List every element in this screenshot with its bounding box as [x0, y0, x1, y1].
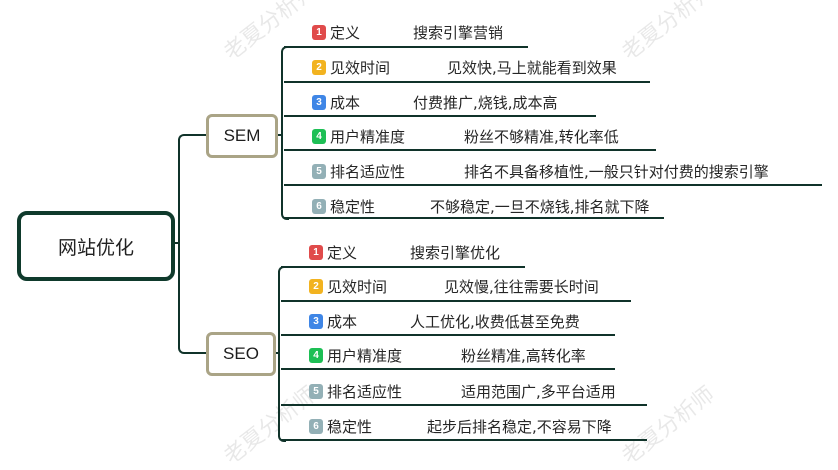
sem-underline-3: [284, 115, 596, 117]
item-label: 排名适应性: [330, 162, 406, 181]
root-node[interactable]: 网站优化: [17, 211, 175, 281]
root-connector: [175, 242, 180, 244]
trunk-top-connector: [178, 134, 208, 244]
branch-sem-label: SEM: [223, 126, 261, 145]
sem-underline-6: [284, 217, 664, 219]
branch-seo[interactable]: SEO: [206, 332, 276, 376]
item-label: 见效时间: [330, 58, 391, 77]
watermark: 老夏分析师: [219, 0, 322, 66]
priority-2-badge: 2: [312, 59, 326, 75]
item-label: 排名适应性: [327, 382, 403, 401]
item-value: 起步后排名稳定,不容易下降: [427, 417, 612, 436]
priority-4-badge: 4: [309, 347, 323, 363]
seo-underline-2: [281, 300, 631, 302]
priority-5-badge: 5: [309, 383, 323, 399]
item-value: 付费推广,烧钱,成本高: [413, 93, 558, 112]
seo-underline-5: [281, 404, 647, 406]
priority-6-badge: 6: [309, 418, 323, 434]
seo-item-cost[interactable]: 3 成本 人工优化,收费低甚至免费: [309, 311, 580, 331]
item-label: 稳定性: [327, 417, 373, 436]
branch-seo-label: SEO: [223, 344, 259, 363]
root-label: 网站优化: [57, 236, 134, 259]
item-value: 不够稳定,一旦不烧钱,排名就下降: [430, 197, 650, 216]
sem-underline-2: [284, 81, 650, 83]
item-value: 见效快,马上就能看到效果: [447, 58, 617, 77]
seo-stub: [276, 352, 279, 354]
priority-5-badge: 5: [312, 163, 326, 179]
watermark: 老夏分析师: [219, 382, 322, 470]
seo-item-precision[interactable]: 4 用户精准度 粉丝精准,高转化率: [309, 345, 586, 365]
item-label: 用户精准度: [327, 346, 403, 365]
seo-item-effect-time[interactable]: 2 见效时间 见效慢,往往需要长时间: [309, 276, 599, 296]
priority-3-badge: 3: [312, 94, 326, 110]
trunk-bottom-connector: [178, 243, 208, 354]
item-value: 粉丝不够精准,转化率低: [464, 127, 619, 146]
sem-item-precision[interactable]: 4 用户精准度 粉丝不够精准,转化率低: [312, 126, 619, 146]
item-label: 用户精准度: [330, 127, 406, 146]
branch-sem[interactable]: SEM: [206, 114, 278, 158]
priority-6-badge: 6: [312, 198, 326, 214]
item-value: 搜索引擎优化: [410, 243, 501, 262]
item-label: 成本: [327, 312, 358, 331]
priority-4-badge: 4: [312, 128, 326, 144]
item-value: 粉丝精准,高转化率: [461, 346, 586, 365]
seo-children-connector: [278, 266, 286, 355]
seo-item-ranking-adaptability[interactable]: 5 排名适应性 适用范围广,多平台适用: [309, 381, 616, 401]
sem-underline-1: [284, 46, 528, 48]
priority-2-badge: 2: [309, 278, 323, 294]
item-label: 见效时间: [327, 277, 388, 296]
item-label: 成本: [330, 93, 361, 112]
seo-underline-3: [281, 334, 615, 336]
sem-children-connector: [281, 132, 289, 220]
item-label: 定义: [330, 23, 361, 42]
item-value: 见效慢,往往需要长时间: [444, 277, 599, 296]
sem-underline-5: [284, 184, 822, 186]
sem-item-cost[interactable]: 3 成本 付费推广,烧钱,成本高: [312, 92, 558, 112]
watermark: 老夏分析师: [617, 382, 720, 470]
sem-item-ranking-adaptability[interactable]: 5 排名适应性 排名不具备移植性,一般只针对付费的搜索引擎: [312, 161, 769, 181]
item-value: 适用范围广,多平台适用: [461, 382, 616, 401]
item-label: 稳定性: [330, 197, 376, 216]
seo-children-connector: [278, 353, 286, 442]
priority-1-badge: 1: [312, 24, 326, 40]
sem-children-connector: [281, 46, 289, 134]
seo-underline-4: [281, 368, 615, 370]
item-value: 排名不具备移植性,一般只针对付费的搜索引擎: [464, 162, 769, 181]
priority-1-badge: 1: [309, 244, 323, 260]
seo-underline-6: [281, 439, 647, 441]
priority-3-badge: 3: [309, 313, 323, 329]
sem-item-effect-time[interactable]: 2 见效时间 见效快,马上就能看到效果: [312, 57, 617, 77]
item-value: 搜索引擎营销: [413, 23, 504, 42]
seo-underline-1: [281, 266, 525, 268]
sem-underline-4: [284, 149, 656, 151]
seo-item-stability[interactable]: 6 稳定性 起步后排名稳定,不容易下降: [309, 416, 612, 436]
seo-item-definition[interactable]: 1 定义 搜索引擎优化: [309, 242, 500, 262]
item-label: 定义: [327, 243, 358, 262]
sem-stub: [278, 134, 282, 136]
sem-item-stability[interactable]: 6 稳定性 不够稳定,一旦不烧钱,排名就下降: [312, 196, 650, 216]
item-value: 人工优化,收费低甚至免费: [410, 312, 580, 331]
sem-item-definition[interactable]: 1 定义 搜索引擎营销: [312, 22, 503, 42]
watermark: 老夏分析师: [617, 0, 720, 66]
